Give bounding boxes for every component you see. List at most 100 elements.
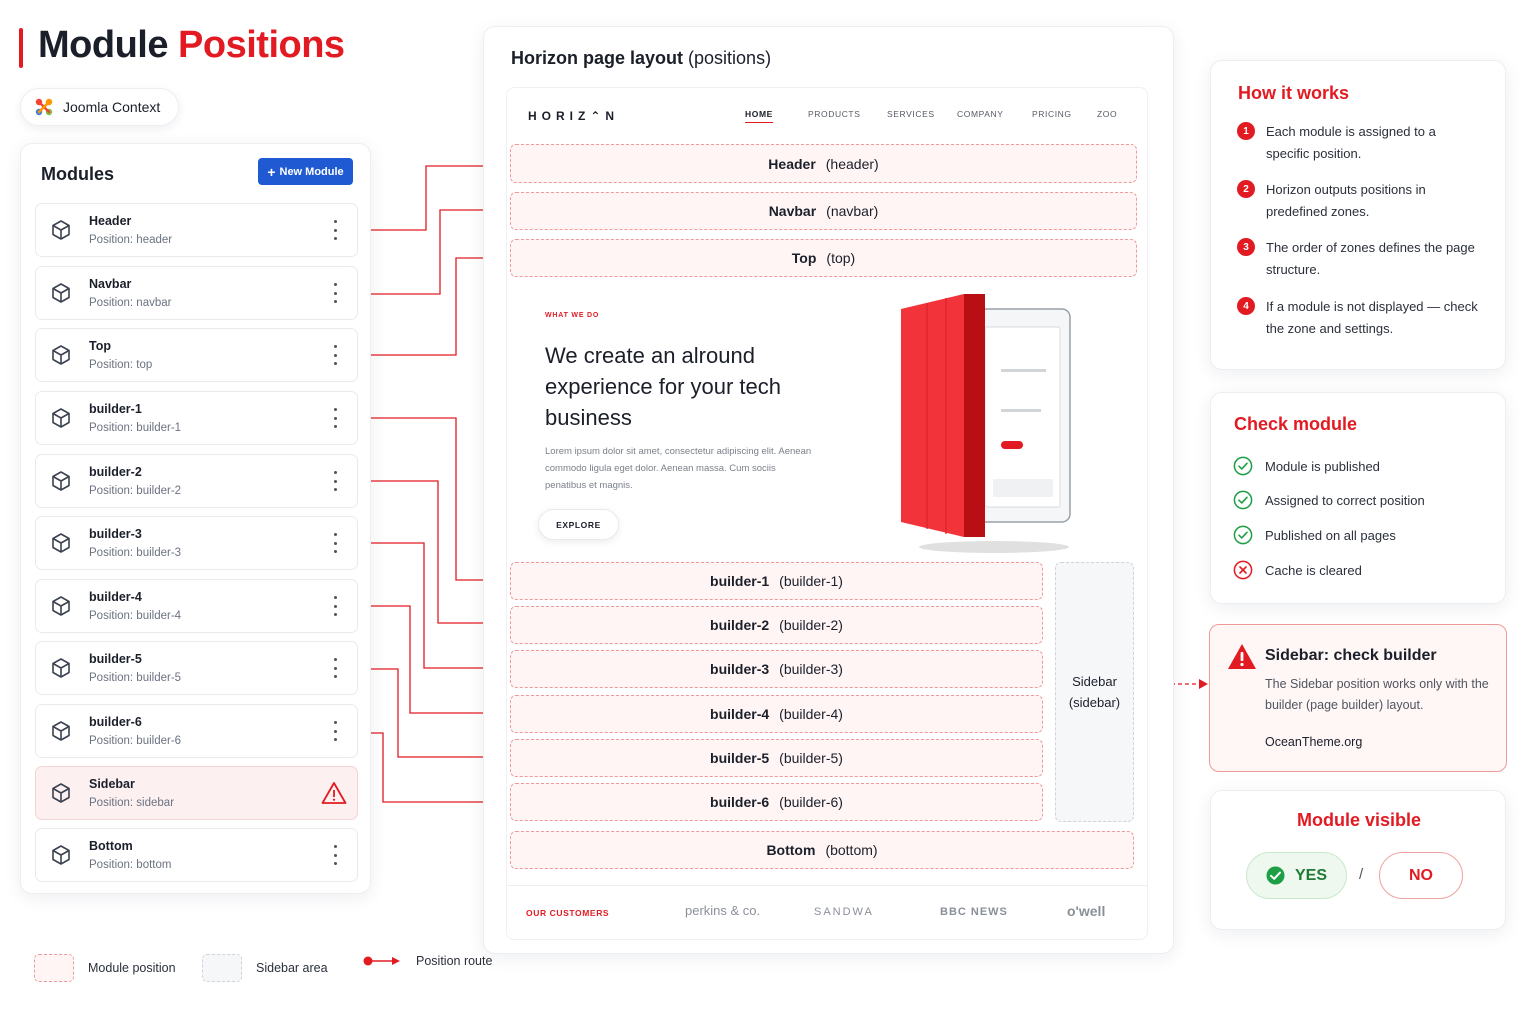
check-circle-icon (1233, 525, 1253, 545)
module-position: Position: builder-6 (89, 735, 182, 747)
legend-module-position: Module position (34, 954, 176, 982)
module-name: builder-4 (89, 590, 142, 604)
more-options-icon[interactable] (331, 658, 339, 678)
route-header (360, 165, 503, 231)
zone-sidebar[interactable]: Sidebar (sidebar) (1055, 562, 1134, 822)
tablet-illustration (901, 294, 1071, 553)
module-cube-icon (52, 471, 70, 491)
nav-home[interactable]: HOME (745, 109, 773, 123)
yes-no-separator: / (1359, 866, 1364, 883)
zone-builder-3[interactable]: builder-3(builder-3) (510, 650, 1043, 688)
module-position: Position: sidebar (89, 797, 175, 809)
customers-divider (506, 885, 1148, 886)
check-item: Published on all pages (1233, 525, 1396, 545)
step-text: Each module is assigned to a specific po… (1266, 124, 1436, 161)
nav-pricing[interactable]: PRICING (1032, 109, 1072, 119)
route-builder-3 (360, 542, 503, 669)
route-builder-6 (360, 732, 503, 803)
context-badge[interactable]: Joomla Context (20, 88, 180, 126)
module-position: Position: navbar (89, 297, 172, 309)
oceantheme-link[interactable]: OceanTheme.org (1265, 735, 1363, 749)
more-options-icon[interactable] (331, 471, 339, 491)
zone-builder-2[interactable]: builder-2(builder-2) (510, 606, 1043, 644)
plus-icon: + (267, 163, 276, 180)
module-position: Position: header (89, 234, 173, 246)
nav-zoo[interactable]: ZOO (1097, 109, 1118, 119)
module-cube-icon (52, 408, 70, 428)
module-position: Position: bottom (89, 859, 172, 871)
brand-sandwa: SANDWA (814, 906, 874, 918)
zone-builder-5[interactable]: builder-5(builder-5) (510, 739, 1043, 777)
module-name: Top (89, 339, 111, 353)
hero-headline: We create an alround experience for your… (545, 343, 782, 430)
zone-builder-1[interactable]: builder-1(builder-1) (510, 562, 1043, 600)
brand-owell: o'well (1067, 903, 1106, 919)
more-options-icon[interactable] (331, 596, 339, 616)
explore-button[interactable]: EXPLORE (538, 509, 619, 540)
module-cube-icon (52, 783, 70, 803)
module-position: Position: top (89, 359, 153, 371)
route-arrow-icon (363, 956, 400, 966)
module-cube-icon (52, 845, 70, 865)
more-options-icon[interactable] (331, 721, 339, 741)
zone-navbar[interactable]: Navbar(navbar) (510, 192, 1137, 230)
check-circle-icon (1233, 490, 1253, 510)
more-options-icon[interactable] (331, 220, 339, 240)
module-cube-icon (52, 345, 70, 365)
module-visible-card: Module visible YES / NO (1210, 790, 1506, 930)
route-builder-1 (360, 417, 503, 581)
module-position: Position: builder-5 (89, 672, 182, 684)
route-arrowhead (1199, 679, 1208, 689)
module-name: builder-5 (89, 652, 142, 666)
nav-products[interactable]: PRODUCTS (808, 109, 861, 119)
zone-top[interactable]: Top(top) (510, 239, 1137, 277)
module-cube-icon (52, 596, 70, 616)
new-module-button[interactable]: + New Module (258, 158, 353, 185)
module-name: builder-1 (89, 402, 142, 416)
layout-title: Horizon page layout (positions) (511, 48, 772, 68)
zone-bottom[interactable]: Bottom(bottom) (510, 831, 1134, 869)
more-options-icon[interactable] (331, 845, 339, 865)
zone-builder-6[interactable]: builder-6(builder-6) (510, 783, 1043, 821)
brand-bbc-news: BBC NEWS (940, 906, 1008, 918)
more-options-icon[interactable] (331, 345, 339, 365)
context-label: Joomla Context (63, 99, 161, 115)
sidebar-alert-heading: Sidebar: check builder (1265, 647, 1437, 664)
more-options-icon[interactable] (331, 533, 339, 553)
module-name: builder-2 (89, 465, 142, 479)
nav-services[interactable]: SERVICES (887, 109, 935, 119)
more-options-icon[interactable] (331, 283, 339, 303)
check-circle-icon (1266, 866, 1285, 885)
yes-button[interactable]: YES (1246, 852, 1347, 899)
hero-body: Lorem ipsum dolor sit amet, consectetur … (545, 446, 812, 491)
route-top (360, 257, 503, 356)
more-options-icon[interactable] (331, 408, 339, 428)
module-name: builder-6 (89, 715, 142, 729)
step-number: 3 (1237, 238, 1255, 256)
how-it-works-heading: How it works (1238, 83, 1350, 103)
step-text: Horizon outputs positions in predefined … (1266, 182, 1426, 219)
nav-company[interactable]: COMPANY (957, 109, 1004, 119)
no-button[interactable]: NO (1379, 852, 1463, 899)
step-number: 2 (1237, 180, 1255, 198)
zone-header[interactable]: Header(header) (510, 144, 1137, 183)
title-accent-bar (19, 28, 23, 68)
zone-builder-4[interactable]: builder-4(builder-4) (510, 695, 1043, 733)
check-item: Module is published (1233, 456, 1380, 476)
step-text: The order of zones defines the page stru… (1266, 240, 1475, 277)
horizon-logo[interactable]: HORIZ⌃N (528, 109, 620, 123)
step-number: 1 (1237, 122, 1255, 140)
